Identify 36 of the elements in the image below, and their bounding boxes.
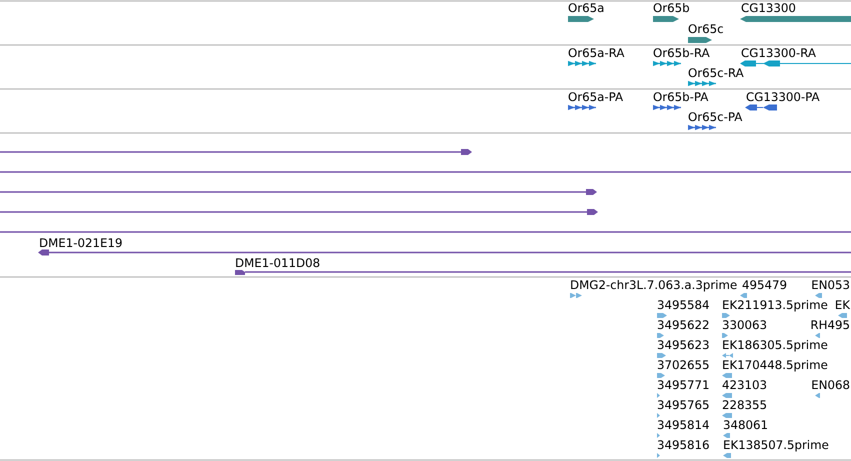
feature-label: 3495816 — [658, 440, 709, 450]
feature-label: 3495623 — [658, 340, 709, 350]
feature-label: Or65c — [688, 24, 723, 34]
feature-label: EK138507.5prime — [724, 440, 828, 452]
feature-label: 3495584 — [658, 300, 709, 310]
feature-label: Or65a — [568, 3, 604, 12]
feature-label: EK186305.5prime — [723, 340, 828, 352]
feature-label: 228355 — [722, 400, 766, 410]
feature-label: 3702655 — [658, 360, 708, 370]
feature-label: 495479 — [742, 280, 786, 290]
feature-label: 3495622 — [658, 320, 708, 330]
feature-label: Or65a-PA — [568, 92, 623, 102]
feature-label: RH495 — [812, 320, 849, 330]
feature-label: Or65a-RA — [568, 48, 624, 58]
feature-label: CG13300-PA — [746, 92, 820, 102]
feature-label: Or65c-PA — [688, 112, 742, 122]
feature-label: EN068 — [812, 380, 850, 390]
feature-label: EK — [836, 300, 850, 309]
feature-label: 3495765 — [658, 400, 708, 410]
feature-label: Or65b-PA — [654, 92, 708, 102]
feature-label: EK170448.5prime — [723, 360, 828, 372]
feature-label: 330063 — [722, 320, 766, 330]
feature-label: Or65c-RA — [688, 68, 744, 78]
feature-label: 3495814 — [658, 420, 709, 430]
feature-label: DME1-011D08 — [236, 258, 320, 268]
feature-label: 3495771 — [658, 380, 708, 390]
feature-label: Or65b — [654, 3, 689, 12]
feature-label: 348061 — [724, 420, 767, 430]
feature-label: 423103 — [722, 380, 766, 390]
feature-label: DMG2-chr3L.7.063.a.3prime — [571, 280, 737, 292]
feature-label: EK211913.5prime — [723, 300, 828, 312]
feature-label: CG13300 — [742, 3, 796, 12]
feature-label: EN053 — [812, 280, 850, 290]
feature-label: Or65b-RA — [654, 48, 710, 58]
feature-label: DME1-021E19 — [40, 238, 122, 248]
feature-label: CG13300-RA — [742, 48, 816, 58]
